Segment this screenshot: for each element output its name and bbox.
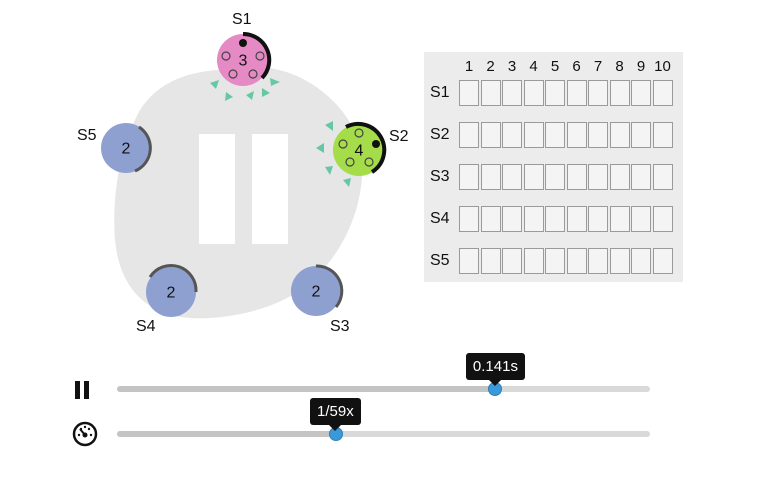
log-cell (480, 80, 501, 106)
log-row-label: S5 (430, 252, 450, 269)
log-cell (652, 164, 673, 190)
log-cell (459, 248, 479, 274)
log-cell (588, 122, 608, 148)
log-cell (459, 206, 479, 232)
station-s3[interactable]: 2 (291, 264, 344, 316)
station-s1-value: 3 (239, 53, 248, 70)
log-cell (480, 122, 501, 148)
log-cell (459, 122, 479, 148)
log-cell (631, 206, 651, 232)
log-cell (459, 80, 479, 106)
log-cell (523, 164, 544, 190)
time-slider-tooltip: 0.141s (465, 353, 525, 386)
station-s2-value: 4 (355, 143, 364, 160)
log-cell (502, 206, 522, 232)
log-cell (631, 248, 651, 274)
station-s5-label: S5 (77, 127, 97, 144)
log-column-header: 10 (654, 58, 671, 75)
log-cell (588, 248, 608, 274)
station-s5-value: 2 (122, 141, 131, 158)
log-cell (609, 206, 630, 232)
log-column-header: 4 (529, 58, 538, 75)
time-slider[interactable] (117, 386, 650, 392)
station-s4[interactable]: 2 (146, 264, 198, 317)
log-cell (545, 248, 565, 274)
log-cell (566, 122, 587, 148)
log-cell (480, 248, 501, 274)
log-cell (588, 164, 608, 190)
speed-slider-tooltip: 1/59x (310, 398, 361, 431)
log-cell (523, 248, 544, 274)
station-s2-label: S2 (389, 128, 409, 145)
pause-icon[interactable] (74, 380, 92, 400)
log-cell (523, 80, 544, 106)
simulation-canvas[interactable]: 3 S1 4 S2 2 S3 2 S4 2 S5 (0, 0, 420, 340)
ack-markers-s1 (210, 78, 280, 101)
log-cell (652, 206, 673, 232)
pause-bar-left (199, 134, 235, 244)
log-cell (502, 164, 522, 190)
speed-slider[interactable] (117, 431, 650, 437)
log-cell (652, 122, 673, 148)
log-row-label: S1 (430, 84, 450, 101)
log-row-label: S2 (430, 126, 450, 143)
log-cell (609, 248, 630, 274)
log-cell (523, 122, 544, 148)
station-s3-value: 2 (312, 284, 321, 301)
station-s1-label: S1 (232, 11, 252, 28)
log-cell (480, 164, 501, 190)
log-cell (545, 164, 565, 190)
log-column-header: 3 (507, 58, 517, 75)
log-cell (459, 164, 479, 190)
log-cell (588, 80, 608, 106)
log-cell (609, 164, 630, 190)
log-cell (545, 206, 565, 232)
conference-table (114, 67, 363, 319)
log-cell (566, 80, 587, 106)
log-column-header: 9 (636, 58, 646, 75)
log-cell (631, 80, 651, 106)
time-slider-fill (117, 386, 496, 392)
station-s5[interactable]: 2 (101, 123, 152, 173)
station-s3-label: S3 (330, 318, 350, 335)
log-cell (588, 206, 608, 232)
speedometer-icon[interactable] (71, 421, 99, 447)
ack-markers-s2 (316, 121, 351, 187)
pause-bar-right (252, 134, 288, 244)
log-cell (631, 122, 651, 148)
log-cell (480, 206, 501, 232)
log-cell (502, 248, 522, 274)
log-cell (502, 122, 522, 148)
log-cell (523, 206, 544, 232)
speed-slider-fill (117, 431, 336, 437)
station-s1[interactable]: 3 (217, 31, 272, 86)
log-cell (609, 122, 630, 148)
log-cell (652, 80, 673, 106)
log-column-header: 7 (593, 58, 603, 75)
station-s4-label: S4 (136, 318, 156, 335)
station-s2[interactable]: 4 (333, 121, 387, 176)
log-cell (631, 164, 651, 190)
log-column-header: 2 (486, 58, 495, 75)
log-cell (566, 248, 587, 274)
log-cell (652, 248, 673, 274)
station-s4-value: 2 (167, 285, 176, 302)
log-row-label: S4 (430, 210, 450, 227)
log-cell (609, 80, 630, 106)
log-cell (545, 80, 565, 106)
log-column-header: 6 (572, 58, 581, 75)
log-cell (566, 164, 587, 190)
log-row-label: S3 (430, 168, 450, 185)
log-cell (502, 80, 522, 106)
log-cell (545, 122, 565, 148)
log-cell (566, 206, 587, 232)
log-column-header: 8 (615, 58, 624, 75)
log-column-header: 1 (464, 58, 474, 75)
log-column-header: 5 (550, 58, 560, 75)
